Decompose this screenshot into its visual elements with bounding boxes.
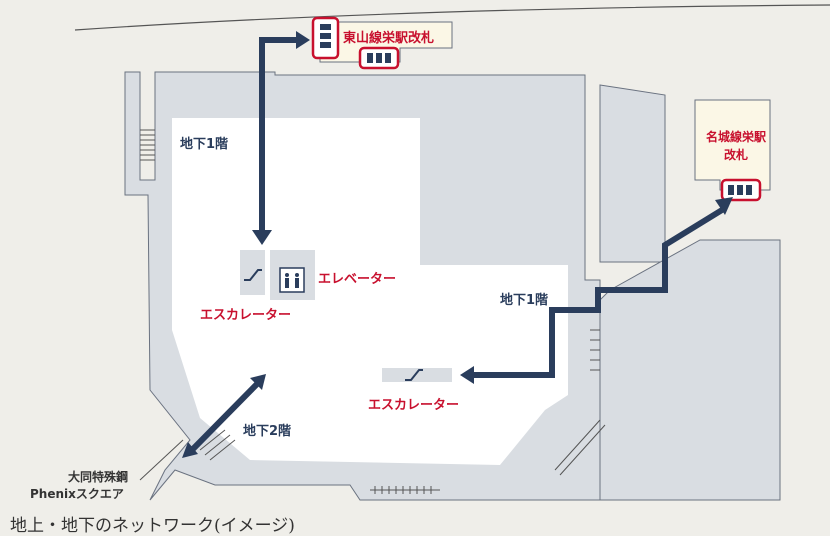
escalator-label-center: エスカレーター xyxy=(368,398,460,413)
street-line xyxy=(74,4,830,31)
leader-line xyxy=(139,439,184,481)
arrow-to-higashiyama xyxy=(259,37,298,235)
escalator-area-left xyxy=(240,250,265,295)
escalator-icon-left xyxy=(244,269,262,281)
route-arrows xyxy=(189,37,724,453)
meijo-gate-label: 名城線栄駅改札 xyxy=(706,130,767,162)
building-name-2: Phenixスクエア xyxy=(30,487,124,501)
floor-b1-left: 地下1階 xyxy=(180,137,229,152)
escalator-area-center xyxy=(382,368,452,382)
arrow-to-meijo xyxy=(470,207,724,378)
higashiyama-station xyxy=(319,21,453,63)
elevator-label: エレベーター xyxy=(318,272,397,287)
meijo-station xyxy=(694,99,771,191)
building-name-1: 大同特殊鋼 xyxy=(67,470,128,484)
lower-right-block xyxy=(599,239,781,501)
escalator-label-left: エスカレーター xyxy=(200,308,292,323)
floor-b2: 地下2階 xyxy=(243,424,292,439)
stairs xyxy=(140,129,606,494)
map-caption: 地上・地下のネットワーク(イメージ) xyxy=(10,516,295,536)
higashiyama-gate-label: 東山線栄駅改札 xyxy=(343,31,435,46)
floor-b1-right: 地下1階 xyxy=(500,293,549,308)
arrow-b2 xyxy=(189,380,261,453)
right-block xyxy=(599,84,666,263)
escalator-icon-center xyxy=(405,369,423,381)
elevator-icon xyxy=(279,267,305,293)
